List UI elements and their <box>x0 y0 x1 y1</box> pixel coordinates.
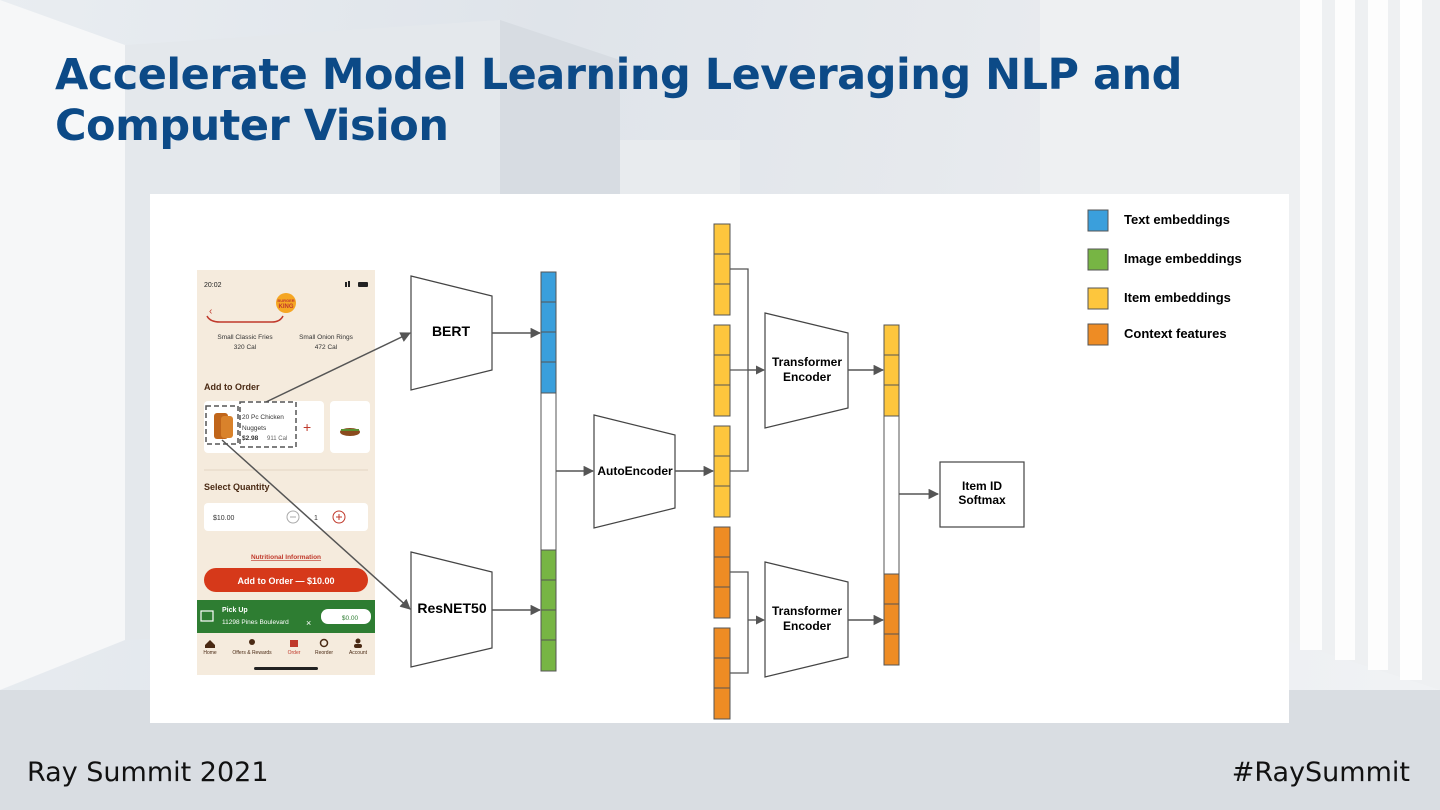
logo-text-top: BURGER <box>277 298 294 303</box>
transformer-encoder-top <box>764 312 849 429</box>
item-card[interactable] <box>204 401 324 453</box>
context-feature-columns <box>713 526 731 720</box>
legend-swatch-text <box>1087 209 1109 232</box>
text-region-box <box>239 401 297 448</box>
status-icons <box>345 281 368 287</box>
text-to-bert-arrow <box>265 332 411 403</box>
footer-event-name: Ray Summit 2021 <box>27 757 269 788</box>
resnet-encoder <box>410 551 493 668</box>
item-calories: 911 Cal <box>267 436 287 442</box>
legend-swatch-item <box>1087 287 1109 310</box>
softmax-label-2: Softmax <box>958 493 1006 507</box>
home-indicator <box>254 667 318 670</box>
quantity-stepper[interactable] <box>204 503 368 531</box>
text-embedding-cell <box>540 331 557 363</box>
image-embedding-cell <box>540 609 557 641</box>
legend-label-text: Text embeddings <box>1124 212 1230 227</box>
transformer-top-label-1: Transformer <box>772 355 842 369</box>
product-card-outline <box>206 315 284 323</box>
product2-name[interactable]: Small Onion Rings <box>299 334 354 341</box>
add-to-order-heading: Add to Order <box>204 382 260 392</box>
product2-calories: 472 Cal <box>315 344 338 351</box>
app-screenshot: 20:02 ‹ BURGER KING Small Classic Fries … <box>197 270 375 675</box>
close-icon[interactable]: × <box>306 618 311 628</box>
burger-king-logo <box>276 293 296 313</box>
reorder-icon[interactable] <box>319 638 329 648</box>
store-icon <box>200 610 214 622</box>
status-time: 20:02 <box>204 282 222 289</box>
autoencoder <box>593 414 676 529</box>
nav-order[interactable]: Order <box>288 650 301 656</box>
softmax-label-1: Item ID <box>962 479 1002 493</box>
concatenated-output-vector <box>883 324 900 666</box>
product1-name[interactable]: Small Classic Fries <box>217 334 273 341</box>
nav-home[interactable]: Home <box>203 650 217 656</box>
bert-encoder <box>410 275 493 391</box>
item-embedding-columns <box>713 223 731 518</box>
bottom-bracket <box>730 571 765 674</box>
autoencoder-label: AutoEncoder <box>597 464 673 478</box>
transformer-bottom-label-1: Transformer <box>772 604 842 618</box>
legend-label-item: Item embeddings <box>1124 290 1231 305</box>
nav-offers[interactable]: Offers & Rewards <box>232 650 272 656</box>
add-to-order-button-label: Add to Order — $10.00 <box>237 576 334 586</box>
pickup-label: Pick Up <box>222 607 248 614</box>
slide-title: Accelerate Model Learning Leveraging NLP… <box>55 50 1182 151</box>
select-quantity-heading: Select Quantity <box>204 482 270 492</box>
product1-calories: 320 Cal <box>234 344 257 351</box>
plus-circle-icon[interactable] <box>332 510 346 524</box>
bottom-nav: Home Offers & Rewards Order Reorder Acco… <box>203 638 368 656</box>
nav-reorder[interactable]: Reorder <box>315 650 333 656</box>
nuggets-image <box>214 413 233 439</box>
offers-icon[interactable] <box>249 639 255 645</box>
legend: Text embeddings Image embeddings Item em… <box>1087 209 1242 346</box>
sandwich-image <box>340 428 360 436</box>
nutrition-info-link[interactable]: Nutritional Information <box>251 554 321 561</box>
item-id-softmax <box>939 461 1025 528</box>
image-embedding-cell <box>540 639 557 672</box>
add-to-order-button[interactable] <box>204 568 368 592</box>
transformer-encoder-bottom <box>764 561 849 678</box>
item-name-line1: 20 Pc Chicken <box>242 414 284 421</box>
logo-text-bottom: KING <box>279 304 294 310</box>
nav-account[interactable]: Account <box>349 650 368 656</box>
next-item-card[interactable] <box>330 401 370 453</box>
legend-label-image: Image embeddings <box>1124 251 1242 266</box>
back-chevron-icon[interactable]: ‹ <box>209 306 212 317</box>
text-embedding-cell <box>540 361 557 394</box>
account-icon[interactable] <box>355 638 361 644</box>
item-name-line2: Nuggets <box>242 425 267 432</box>
text-embedding-cell <box>540 271 557 303</box>
order-icon[interactable] <box>290 640 298 647</box>
empty-vector-segment <box>540 392 557 551</box>
legend-swatch-image <box>1087 248 1109 271</box>
combined-feature-vector <box>540 271 557 672</box>
image-embedding-cell <box>540 549 557 581</box>
top-bracket <box>730 268 765 472</box>
resnet-label: ResNET50 <box>417 600 486 616</box>
bert-label: BERT <box>432 323 471 339</box>
text-embedding-cell <box>540 301 557 333</box>
legend-swatch-context <box>1087 323 1109 346</box>
item-price: $2.98 <box>242 435 259 442</box>
architecture-diagram: 20:02 ‹ BURGER KING Small Classic Fries … <box>197 209 1242 720</box>
footer-hashtag: #RaySummit <box>1231 757 1410 788</box>
quantity-value: 1 <box>314 515 318 522</box>
diagram-panel: 20:02 ‹ BURGER KING Small Classic Fries … <box>150 194 1289 723</box>
minus-icon[interactable] <box>286 510 300 524</box>
price-value: $10.00 <box>213 515 235 522</box>
cart-button[interactable] <box>321 609 371 624</box>
image-embedding-cell <box>540 579 557 611</box>
image-region-box <box>205 405 239 445</box>
image-to-resnet-arrow <box>221 439 411 610</box>
add-item-plus-icon[interactable]: + <box>303 419 311 435</box>
pickup-address: 11298 Pines Boulevard <box>222 619 289 626</box>
transformer-top-label-2: Encoder <box>783 370 831 384</box>
transformer-bottom-label-2: Encoder <box>783 619 831 633</box>
cart-amount: $0.00 <box>342 615 359 622</box>
legend-label-context: Context features <box>1124 326 1227 341</box>
home-icon[interactable] <box>205 640 215 648</box>
